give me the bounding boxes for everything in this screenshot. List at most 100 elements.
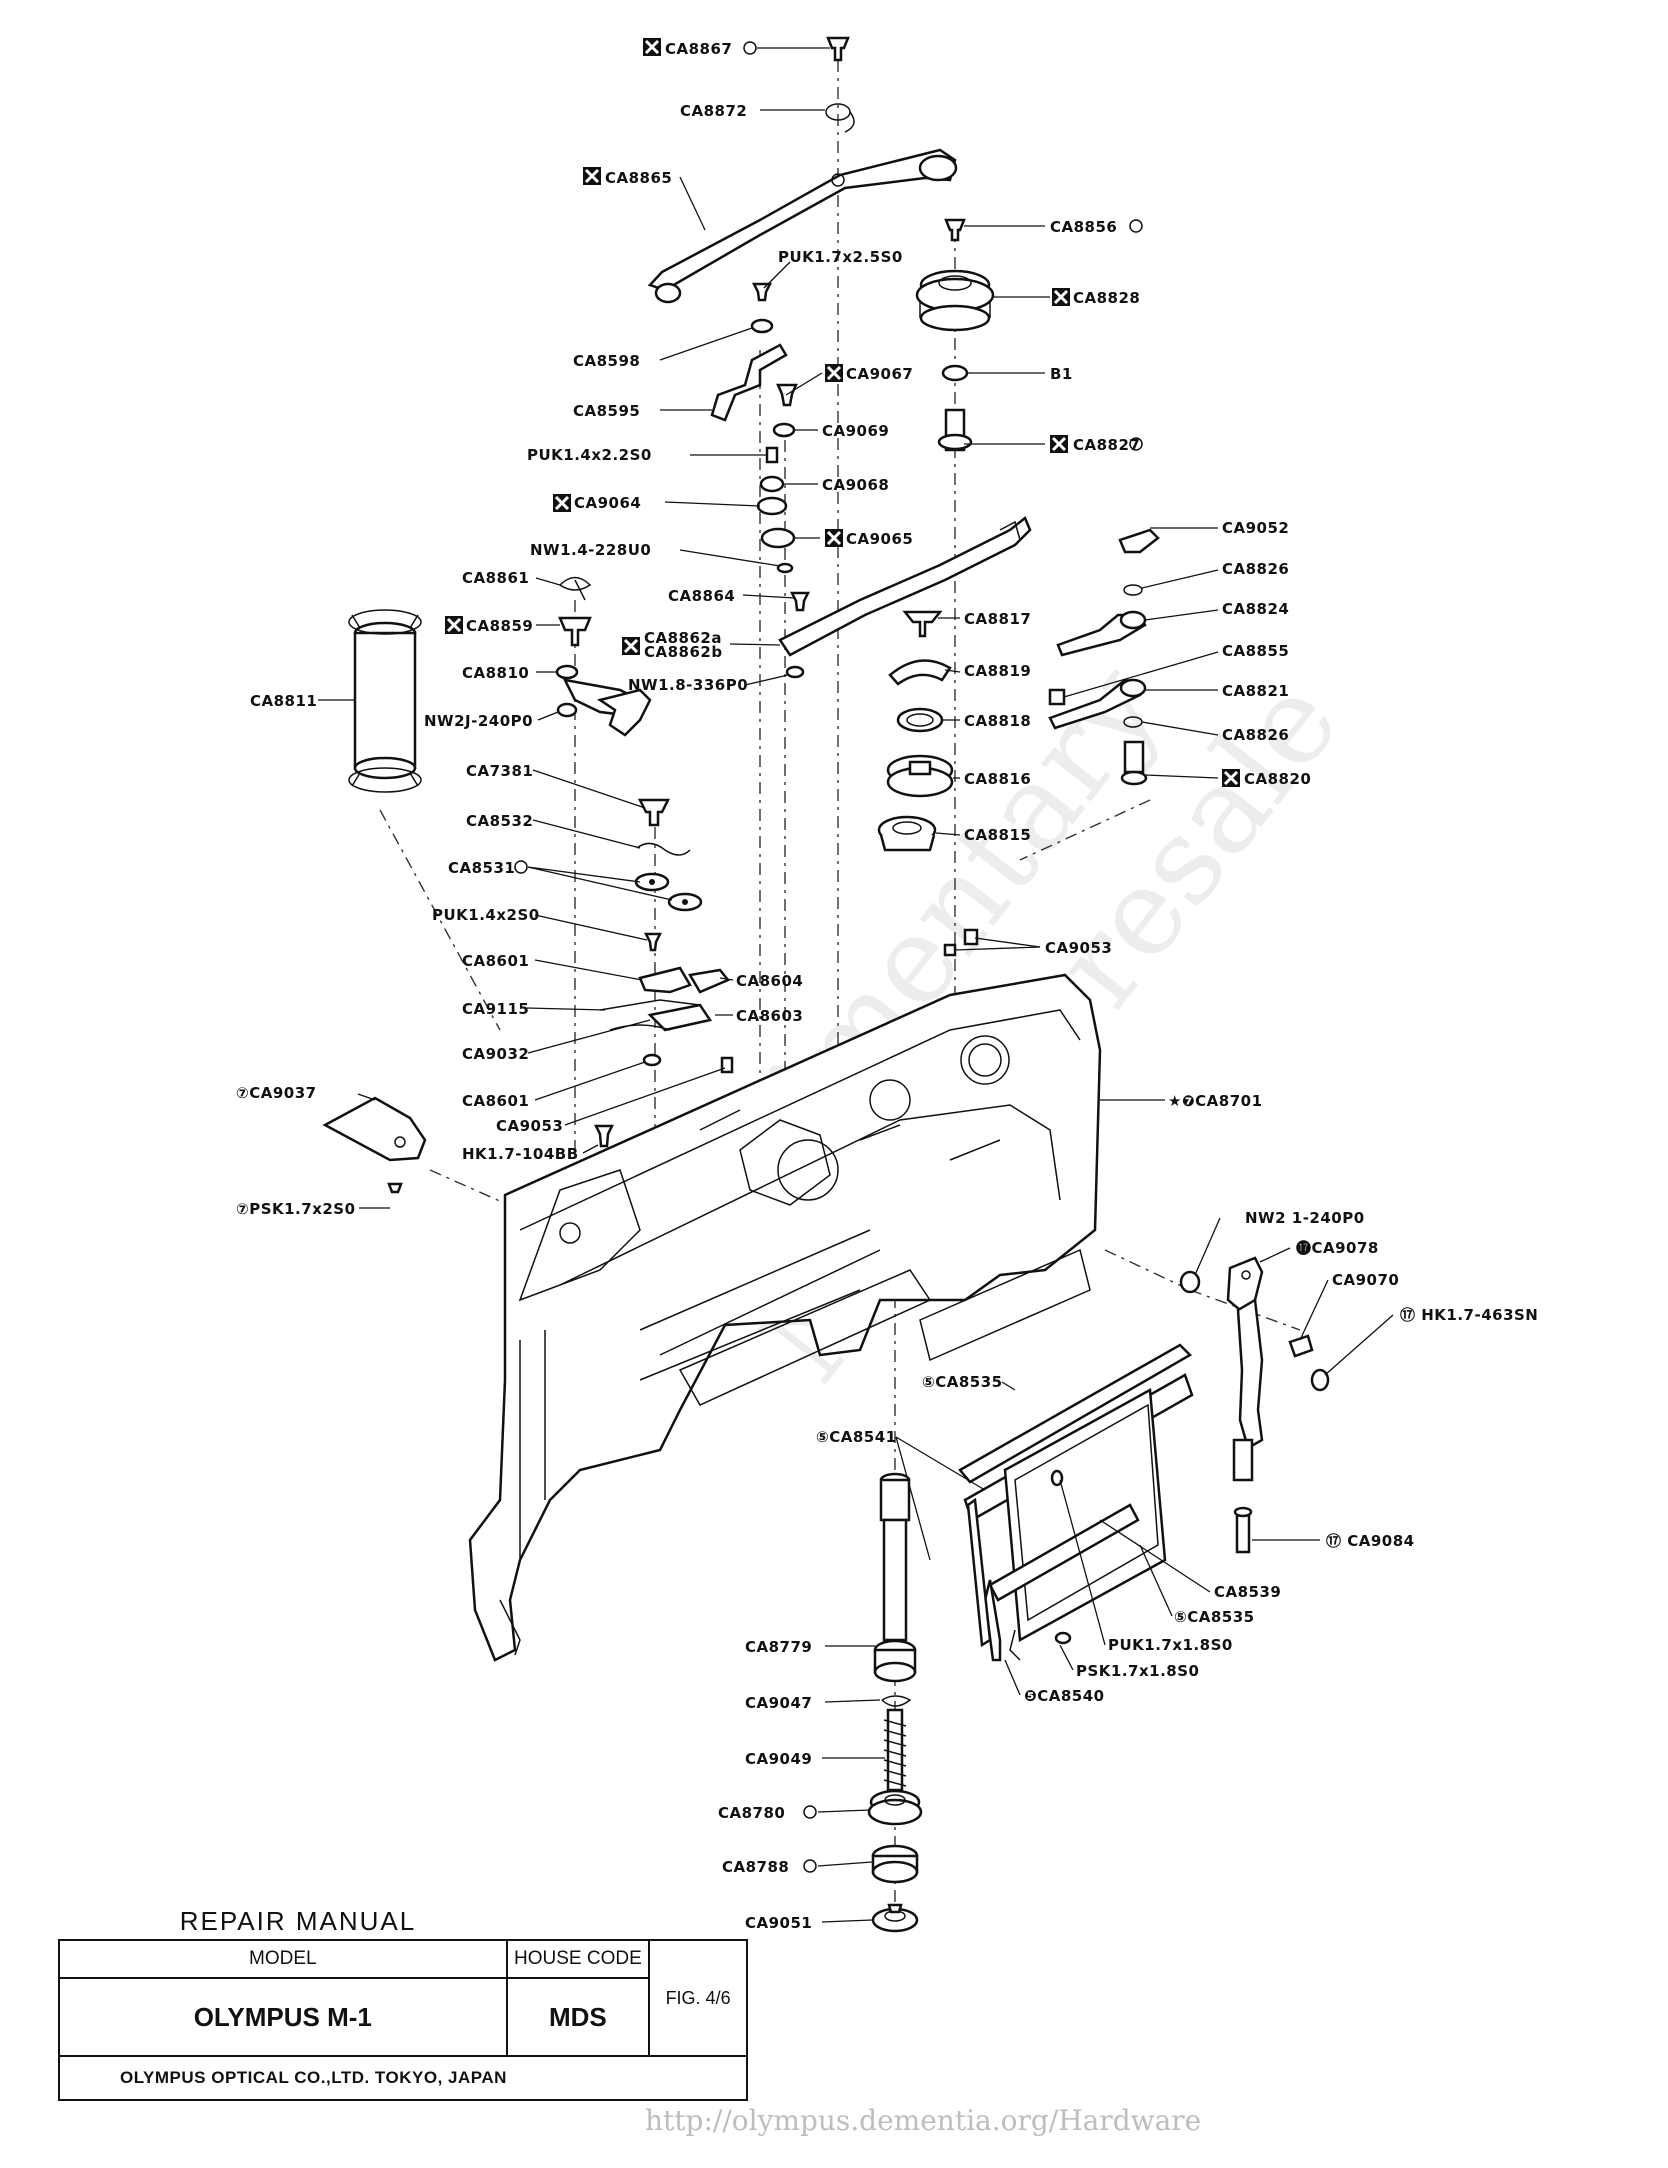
label-ca8604: CA8604 <box>736 972 803 990</box>
label-ca8862b: CA8862b <box>644 643 723 661</box>
film-rails <box>958 1343 1194 1662</box>
label-ca9032: CA9032 <box>462 1045 529 1063</box>
top-parts <box>647 36 1032 679</box>
label-ca8859: CA8859 <box>466 617 533 635</box>
model-header: MODEL <box>58 1939 508 1979</box>
label-b1: B1 <box>1050 365 1073 383</box>
house-code-value: MDS <box>505 1977 651 2057</box>
label-ca8821: CA8821 <box>1222 682 1289 700</box>
label-ca9053-lower: CA9053 <box>496 1117 563 1135</box>
label-ca8862a: CA8862a <box>644 629 722 647</box>
marker-ca9067 <box>825 364 843 382</box>
label-nw14: NW1.4-228U0 <box>530 541 651 559</box>
left-parts <box>322 576 734 1194</box>
label-ca9051: CA9051 <box>745 1914 812 1932</box>
label-ca9037: ⑦CA9037 <box>236 1084 317 1102</box>
label-ca8788: CA8788 <box>722 1858 789 1876</box>
main-body-casting <box>468 973 1102 1662</box>
label-nw21: NW2 1-240P0 <box>1245 1209 1365 1227</box>
label-ca8811: CA8811 <box>250 692 317 710</box>
part-labels: CA8867 CA8872 CA8865 CA8856 PUK1.7x2.5S0… <box>236 40 1538 1932</box>
company-name: OLYMPUS OPTICAL CO.,LTD. TOKYO, JAPAN <box>58 2055 748 2101</box>
label-ca8532: CA8532 <box>466 812 533 830</box>
label-ca9052: CA9052 <box>1222 519 1289 537</box>
title-table: MODEL HOUSE CODE FIG. 4/6 OLYMPUS M-1 MD… <box>58 1939 748 2101</box>
marker-ca8827 <box>1050 435 1068 453</box>
label-ca8540: ❺CA8540 <box>1024 1687 1105 1705</box>
label-ca8826-upper: CA8826 <box>1222 560 1289 578</box>
source-url-watermark: http://olympus.dementia.org/Hardware <box>645 2104 1202 2137</box>
rewind-stack <box>867 1472 923 1933</box>
label-ca7381: CA7381 <box>466 762 533 780</box>
label-ca8535-upper: ⑤CA8535 <box>922 1373 1003 1391</box>
label-nw2j: NW2J-240P0 <box>424 712 533 730</box>
label-nw18: NW1.8-336P0 <box>628 676 748 694</box>
label-ca8861: CA8861 <box>462 569 529 587</box>
leader-lines <box>318 47 1394 1923</box>
figure-number: FIG. 4/6 <box>648 1939 748 2057</box>
label-ca8601-lower: CA8601 <box>462 1092 529 1110</box>
label-ca8867: CA8867 <box>665 40 732 58</box>
label-ca8826-lower: CA8826 <box>1222 726 1289 744</box>
house-code-header: HOUSE CODE <box>505 1939 651 1979</box>
label-ca8856: CA8856 <box>1050 218 1117 236</box>
label-hk17104: HK1.7-104BB <box>462 1145 579 1163</box>
label-ca8815: CA8815 <box>964 826 1031 844</box>
label-ca8603: CA8603 <box>736 1007 803 1025</box>
label-ca8701: ★❼CA8701 <box>1168 1092 1263 1110</box>
label-ca9053-upper: CA9053 <box>1045 939 1112 957</box>
label-ca8779: CA8779 <box>745 1638 812 1656</box>
label-ca8601-upper: CA8601 <box>462 952 529 970</box>
label-puk17x18: PUK1.7x1.8S0 <box>1108 1636 1233 1654</box>
label-ca8816: CA8816 <box>964 770 1031 788</box>
marker-ca9065 <box>825 529 843 547</box>
label-ca8817: CA8817 <box>964 610 1031 628</box>
label-ca8872: CA8872 <box>680 102 747 120</box>
label-ca8531: CA8531 <box>448 859 515 877</box>
label-ca8828: CA8828 <box>1073 289 1140 307</box>
label-hk17463: ⑰ HK1.7-463SN <box>1400 1306 1538 1324</box>
label-ca8827: CA8827 <box>1073 436 1140 454</box>
label-ca9064: CA9064 <box>574 494 641 512</box>
label-ca8535-lower: ⑤CA8535 <box>1174 1608 1255 1626</box>
label-ca9065: CA9065 <box>846 530 913 548</box>
repair-manual-heading: REPAIR MANUAL <box>179 1906 417 1936</box>
model-value: OLYMPUS M-1 <box>58 1977 508 2057</box>
label-ca8864: CA8864 <box>668 587 735 605</box>
marker-ca8820 <box>1222 769 1240 787</box>
marker-ca8865 <box>583 167 601 185</box>
label-ca8541: ⑤CA8541 <box>816 1428 897 1446</box>
label-ca8598: CA8598 <box>573 352 640 370</box>
marker-ca8867 <box>643 38 661 56</box>
label-ca9084: ⑰ CA9084 <box>1326 1532 1415 1550</box>
label-ca8810: CA8810 <box>462 664 529 682</box>
label-ca8780: CA8780 <box>718 1804 785 1822</box>
label-ca8820: CA8820 <box>1244 770 1311 788</box>
label-ca8595: CA8595 <box>573 402 640 420</box>
label-ca9070: CA9070 <box>1332 1271 1399 1289</box>
label-ca9069: CA9069 <box>822 422 889 440</box>
marker-ca8828 <box>1052 288 1070 306</box>
label-puk14x2: PUK1.4x2S0 <box>432 906 540 924</box>
marker-ca8859 <box>445 616 463 634</box>
label-ca9078: ⓱CA9078 <box>1296 1239 1379 1257</box>
label-ca8824: CA8824 <box>1222 600 1289 618</box>
label-puk17x25: PUK1.7x2.5S0 <box>778 248 903 266</box>
label-ca8818: CA8818 <box>964 712 1031 730</box>
label-ca8855: CA8855 <box>1222 642 1289 660</box>
label-ca9049: CA9049 <box>745 1750 812 1768</box>
part-markers <box>445 38 1240 787</box>
marker-ca8862 <box>622 637 640 655</box>
retaining-markers <box>514 41 1143 1873</box>
label-ca9115: CA9115 <box>462 1000 529 1018</box>
right-parts <box>877 528 1330 1554</box>
label-psk17x18: PSK1.7x1.8S0 <box>1076 1662 1199 1680</box>
label-ca9047: CA9047 <box>745 1694 812 1712</box>
label-ca8819: CA8819 <box>964 662 1031 680</box>
label-ca9067: CA9067 <box>846 365 913 383</box>
label-puk14x22: PUK1.4x2.2S0 <box>527 446 652 464</box>
label-ca8865: CA8865 <box>605 169 672 187</box>
title-block: REPAIR MANUAL MODEL HOUSE CODE FIG. 4/6 … <box>58 1906 758 2101</box>
label-ca9068: CA9068 <box>822 476 889 494</box>
